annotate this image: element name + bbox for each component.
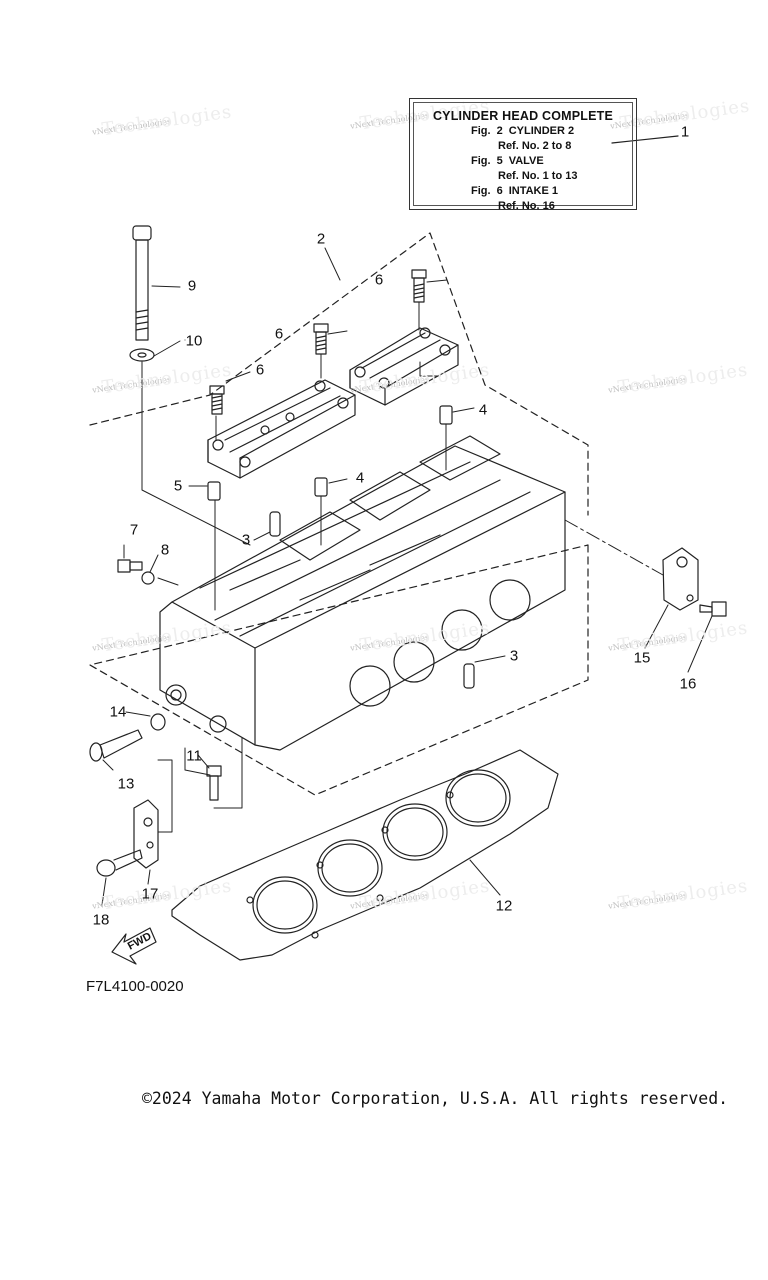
dowel-4-center	[314, 477, 328, 497]
reference-box-inner: CYLINDER HEAD COMPLETE Fig. 2 CYLINDER 2…	[413, 102, 633, 212]
dowel-pin-3-lower	[463, 663, 475, 689]
callout-6-left: 6	[255, 361, 265, 379]
washer-14	[150, 713, 166, 731]
callout-15: 15	[633, 649, 651, 667]
callout-3-lower: 3	[509, 647, 519, 665]
bracket-15	[662, 547, 699, 611]
callout-5: 5	[173, 477, 183, 495]
callout-17: 17	[141, 885, 159, 903]
callout-10: 10	[185, 332, 203, 350]
dowel-5	[207, 481, 221, 501]
washer-8	[141, 571, 155, 585]
bolt-13	[89, 729, 143, 762]
leader-lines	[141, 301, 664, 833]
figure-code: F7L4100-0020	[86, 978, 184, 995]
callout-11: 11	[186, 747, 202, 765]
assembly-boundary-dashed	[89, 232, 589, 796]
callout-9: 9	[187, 277, 197, 295]
copyright-notice: ©2024 Yamaha Motor Corporation, U.S.A. A…	[142, 1089, 729, 1108]
callout-18: 18	[92, 911, 110, 929]
callout-2: 2	[316, 230, 326, 248]
bolt-11	[206, 765, 222, 801]
callout-7: 7	[129, 521, 139, 539]
dowel-4-right	[439, 405, 453, 425]
reference-title: CYLINDER HEAD COMPLETE	[432, 109, 614, 123]
callout-4-center: 4	[355, 469, 365, 487]
washer-10	[129, 348, 155, 362]
callout-13: 13	[117, 775, 135, 793]
bolt-9	[132, 225, 152, 341]
reference-ref-line: Ref. No. 2 to 8	[498, 140, 572, 152]
callout-16: 16	[679, 675, 697, 693]
fwd-label: FWD	[126, 930, 154, 952]
bolt-6-center	[313, 323, 329, 355]
bracket-17	[133, 799, 159, 869]
leader-1	[611, 135, 679, 144]
bolt-7	[117, 559, 143, 573]
reference-fig-line: Fig. 6 INTAKE 1	[471, 185, 558, 197]
bolt-6-right	[411, 269, 427, 303]
reference-fig-line: Fig. 5 VALVE	[471, 155, 544, 167]
callout-1: 1	[680, 123, 690, 141]
callout-4-right: 4	[478, 401, 488, 419]
reference-ref-line: Ref. No. 16	[498, 200, 555, 212]
camshaft-cap-1	[207, 379, 356, 479]
callout-leaders	[101, 247, 713, 906]
callout-12: 12	[495, 897, 513, 915]
head-gasket-12	[171, 749, 559, 961]
reference-box: CYLINDER HEAD COMPLETE Fig. 2 CYLINDER 2…	[409, 98, 637, 212]
bolt-16	[699, 601, 727, 617]
cylinder-head-block	[159, 435, 566, 751]
callout-8: 8	[160, 541, 170, 559]
reference-ref-line: Ref. No. 1 to 13	[498, 170, 578, 182]
bolt-6-left	[209, 385, 225, 415]
reference-fig-line: Fig. 2 CYLINDER 2	[471, 125, 575, 137]
dowel-pin-3-upper	[269, 511, 281, 537]
callout-6-center: 6	[274, 325, 284, 343]
callout-14: 14	[109, 703, 127, 721]
callout-6-right: 6	[374, 271, 384, 289]
camshaft-cap-2	[349, 327, 459, 406]
bolt-18	[96, 849, 143, 877]
callout-3-upper: 3	[241, 531, 251, 549]
fwd-arrow	[111, 927, 157, 965]
